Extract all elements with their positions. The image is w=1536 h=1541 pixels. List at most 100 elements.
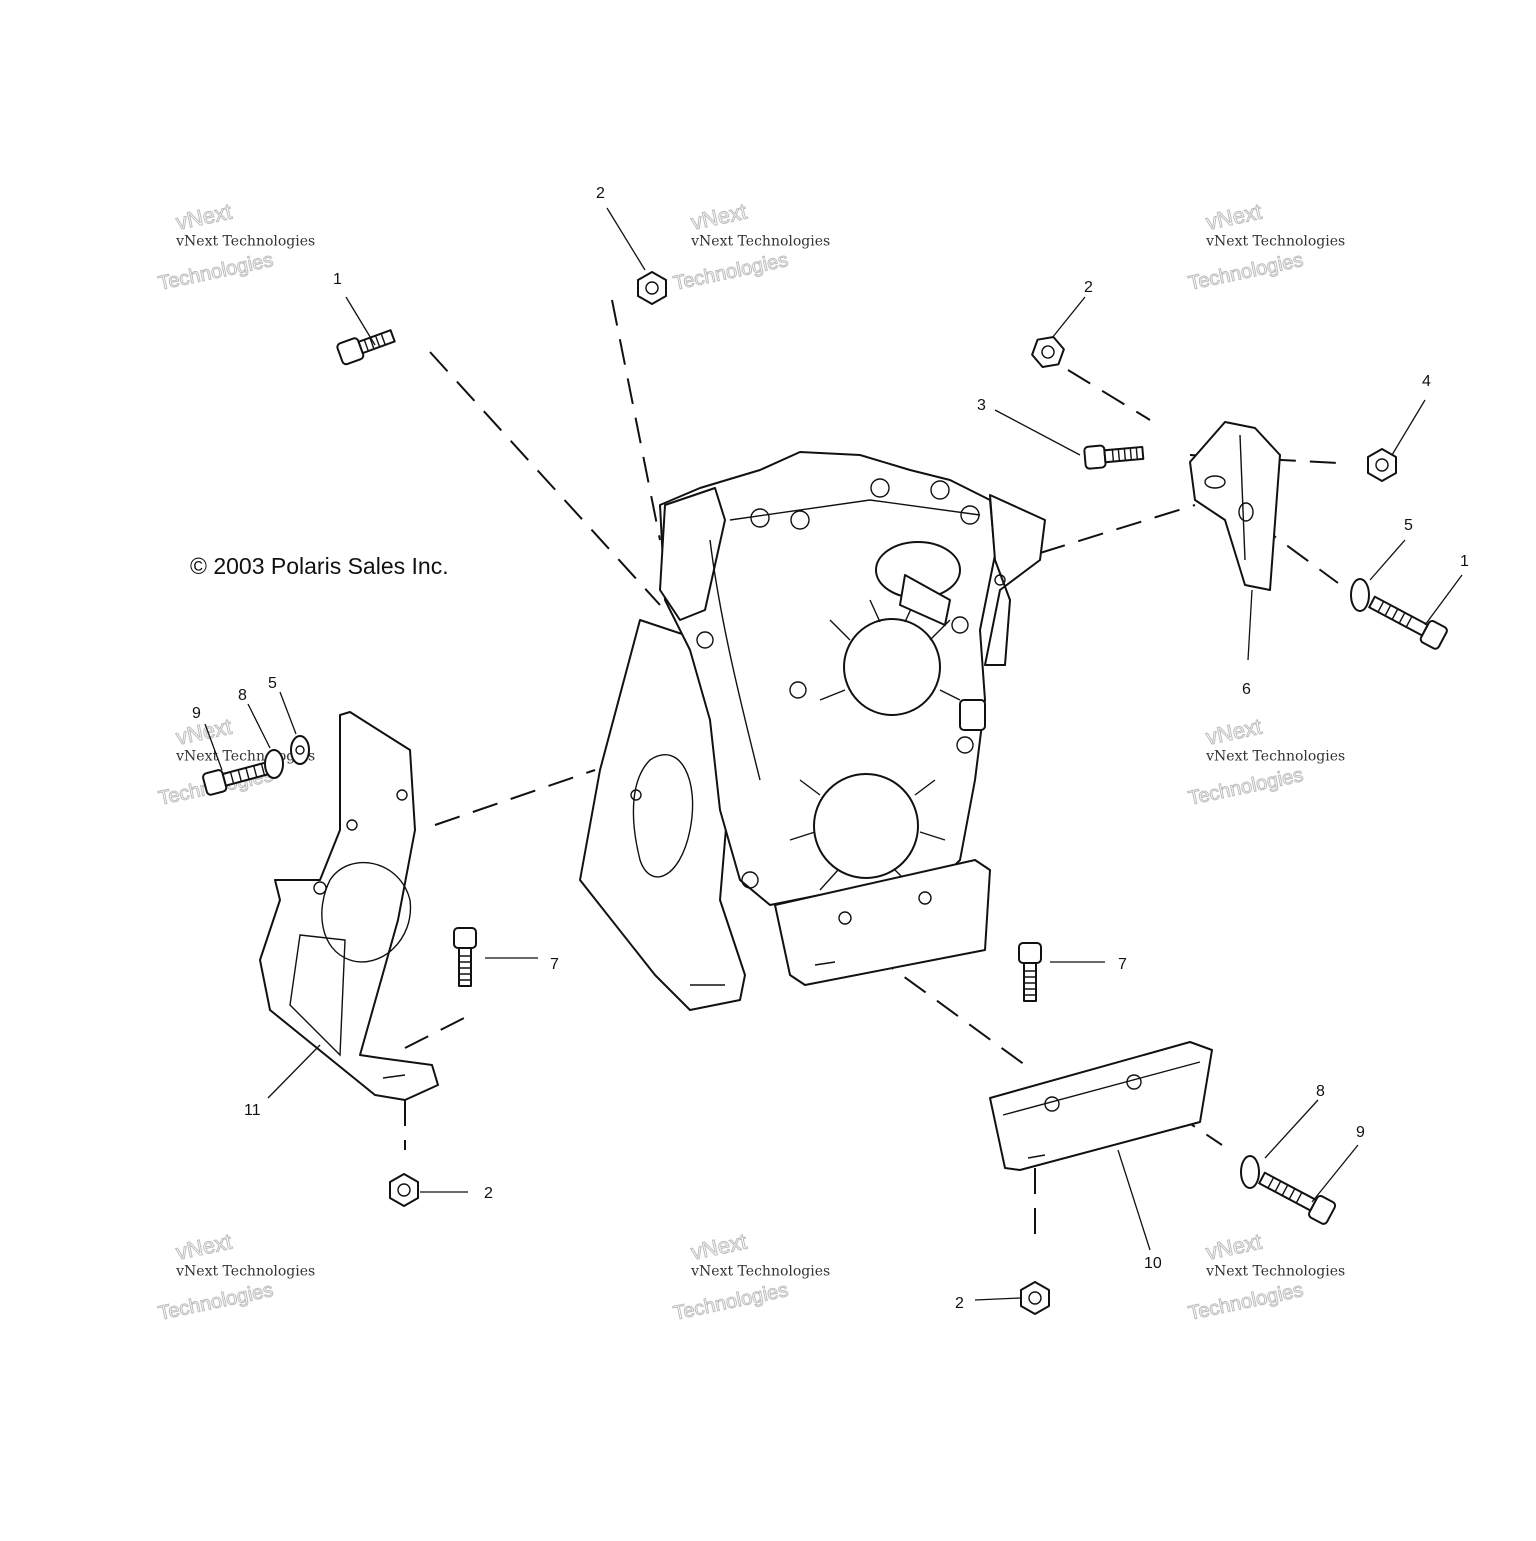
lower-bearing-cap [813, 773, 919, 879]
bracket-hole [1126, 1074, 1142, 1090]
left-bracket [259, 711, 439, 1101]
callout-label: 7 [550, 956, 559, 973]
callout-label: 8 [1316, 1083, 1325, 1100]
hex-nut-2-top [637, 271, 667, 305]
callout-label: 7 [1118, 956, 1127, 973]
assembly-line [611, 299, 661, 541]
assembly-line [1039, 504, 1196, 554]
watermark: vNext vNext Technologies Technologies [671, 1228, 830, 1325]
watermark: vNext vNext Technologies Technologies [1186, 198, 1345, 295]
callout-labels: 1 2 2 3 4 5 1 6 9 8 5 7 7 11 2 8 9 10 2 [192, 185, 1469, 1312]
hex-nut-2-right [1031, 335, 1065, 369]
callout-label: 5 [268, 675, 277, 692]
lower-right-bracket-fold [1002, 1061, 1201, 1116]
watermark-line1: vNext [174, 714, 234, 750]
watermark-line3: Technologies [156, 1279, 275, 1325]
output-shaft [899, 574, 951, 626]
assembly-line [434, 769, 596, 826]
leader-line [247, 703, 271, 749]
leader-line [1311, 1144, 1359, 1203]
watermark: vNext vNext Technologies Technologies [1186, 1228, 1345, 1325]
bracket-hole [838, 911, 852, 925]
hex-bolt-3 [1083, 444, 1145, 470]
watermark-line2: vNext Technologies [1205, 749, 1345, 765]
watermark-line2: vNext Technologies [690, 234, 830, 250]
callout-label: 2 [1084, 279, 1093, 296]
boss [750, 508, 770, 528]
watermark-line2: vNext Technologies [175, 234, 315, 250]
right-bracket-fold [1239, 434, 1246, 561]
plate-hole [994, 574, 1006, 586]
callout-label: 2 [955, 1295, 964, 1312]
left-bracket-face [289, 934, 346, 1057]
watermark-line1: vNext [689, 1229, 749, 1265]
right-mount-plate [984, 494, 1046, 666]
watermark-line1: vNext [1204, 199, 1264, 235]
hex-nut-2-bottom-right [1020, 1281, 1050, 1315]
watermark-line2: vNext Technologies [1205, 234, 1345, 250]
watermark-line1: vNext [1204, 1229, 1264, 1265]
watermark: vNext vNext Technologies Technologies [156, 198, 315, 295]
bolt-9-right-with-washer [1240, 1155, 1337, 1225]
leader-line [1369, 539, 1406, 581]
leader-line [974, 1297, 1021, 1301]
transmission-housing [579, 451, 1046, 1011]
copyright-text: © 2003 Polaris Sales Inc. [190, 553, 449, 579]
watermark-line2: vNext Technologies [175, 1264, 315, 1280]
leader-line [1391, 399, 1426, 456]
hex-bolt-1-right [1368, 595, 1448, 650]
watermark-line2: vNext Technologies [690, 1264, 830, 1280]
watermark: vNext vNext Technologies Technologies [156, 1228, 315, 1325]
assembly-line [429, 351, 661, 606]
hex-nut-4 [1367, 448, 1397, 482]
hex-bolt-7-left [453, 927, 477, 987]
leader-line [994, 409, 1081, 456]
bolt-9-left-with-washers [202, 735, 310, 796]
boss [870, 478, 890, 498]
bracket-hole [1044, 1096, 1060, 1112]
leader-line [267, 1044, 321, 1099]
upper-bearing-cap [843, 618, 941, 716]
leader-line [1264, 1099, 1319, 1159]
bracket-hole [396, 789, 408, 801]
callout-label: 3 [977, 397, 986, 414]
lower-right-bracket [989, 1041, 1213, 1171]
bracket-slot-lower [1027, 1154, 1046, 1159]
callout-label: 9 [192, 705, 201, 722]
assembly-line [404, 1014, 471, 1049]
bracket-slot-lower [382, 1074, 406, 1079]
leader-line [279, 691, 297, 735]
fasteners [202, 271, 1448, 1315]
callout-label: 1 [333, 271, 342, 288]
case-edge-line [709, 539, 761, 781]
bracket-hole [1204, 475, 1226, 489]
bolt-1-right-with-washer [1350, 578, 1448, 650]
watermark: vNext vNext Technologies Technologies [671, 198, 830, 295]
left-bracket-slot [321, 861, 412, 963]
leader-line [606, 207, 646, 271]
leader-line [1051, 296, 1086, 339]
bracket-hole [918, 891, 932, 905]
case-top-cover [659, 487, 726, 621]
callout-label: 5 [1404, 517, 1413, 534]
washer-8-right [1240, 1155, 1260, 1189]
lower-front-bracket [774, 859, 991, 986]
watermark-line1: vNext [689, 199, 749, 235]
boss [956, 736, 974, 754]
watermark-line3: Technologies [156, 249, 275, 295]
callout-label: 11 [244, 1102, 261, 1119]
washer-5-left [290, 735, 310, 765]
leader-line [1117, 1149, 1151, 1251]
callout-label: 8 [238, 687, 247, 704]
watermark-line3: Technologies [671, 1279, 790, 1325]
bearing-ribs [789, 599, 961, 891]
assembly-line [1067, 369, 1151, 421]
hex-nut-2-bottom-left [389, 1173, 419, 1207]
watermark-line3: Technologies [1186, 764, 1305, 810]
watermark-line3: Technologies [671, 249, 790, 295]
callout-label: 9 [1356, 1124, 1365, 1141]
washer-5-right [1350, 578, 1370, 612]
bracket-10 [989, 1041, 1213, 1171]
